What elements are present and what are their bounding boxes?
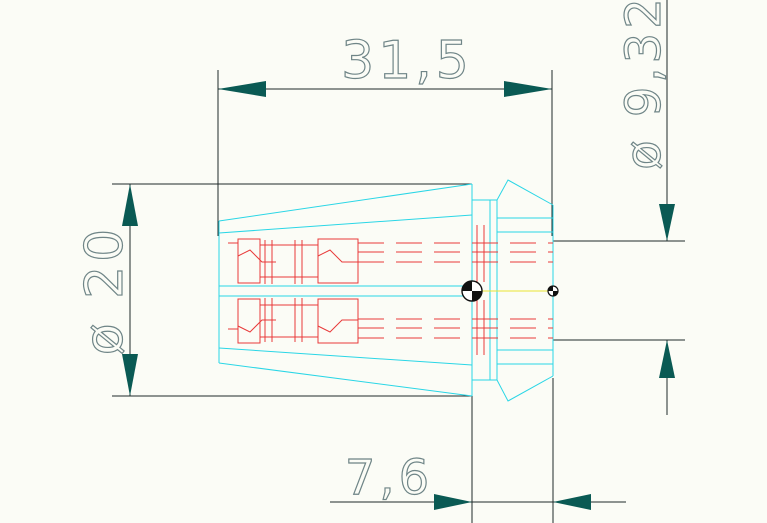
outer-diameter-label: ø 20 <box>75 225 135 356</box>
center-axis <box>461 280 559 302</box>
center-marker-small <box>547 285 559 297</box>
finger-upper-chamfer-b <box>317 249 358 263</box>
arrowhead-bore-top <box>659 204 675 241</box>
center-marker-large <box>461 280 483 302</box>
length-label: 31,5 <box>341 31 473 91</box>
arrowhead-left <box>218 81 266 97</box>
hidden-detail <box>228 225 553 355</box>
body-inner-top-taper <box>218 214 473 234</box>
arrowhead-right <box>504 81 552 97</box>
body-top-taper <box>218 183 473 222</box>
arrowhead-top <box>122 184 138 226</box>
finger-lower-chamfer-a <box>237 319 276 333</box>
bore-diameter-dimension: ø 9,32 <box>553 0 685 415</box>
length-dimension: 31,5 <box>217 30 553 236</box>
finger-lower-chamfer-b <box>317 319 358 333</box>
finger-upper-chamfer-a <box>237 249 276 263</box>
body-bottom-taper <box>218 362 473 397</box>
finger-upper-a <box>237 238 261 284</box>
arrowhead-head-left <box>434 494 472 510</box>
arrowhead-head-right <box>553 494 591 510</box>
head-top-bevel <box>496 179 554 206</box>
finger-lower-b <box>317 298 359 344</box>
finger-upper-b <box>317 238 359 284</box>
collet-outline <box>218 179 554 402</box>
outer-diameter-dimension: ø 20 <box>74 183 472 397</box>
bore-diameter-label: ø 9,32 <box>616 0 672 170</box>
finger-lower-a <box>237 298 261 344</box>
arrowhead-bore-bottom <box>659 340 675 378</box>
head-length-label: 7,6 <box>345 450 433 506</box>
head-length-dimension: 7,6 <box>330 378 626 523</box>
arrowhead-bottom <box>122 354 138 396</box>
body-inner-bottom-taper <box>218 347 473 366</box>
head-bottom-bevel <box>496 375 554 402</box>
